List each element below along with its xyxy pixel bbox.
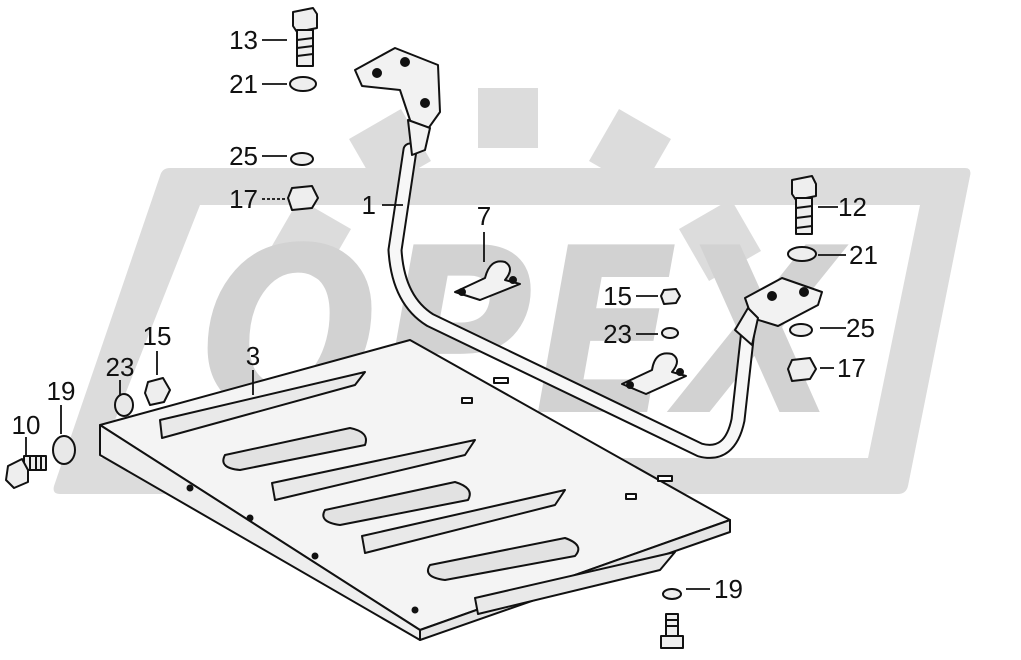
callout-17-top: 17 (229, 184, 258, 214)
callout-labels: 13 21 25 17 1 7 12 21 15 23 25 17 15 23 … (12, 25, 878, 604)
washer-25-top (290, 152, 314, 166)
callout-23-mid: 23 (603, 319, 632, 349)
washer-23-left (114, 393, 134, 417)
clamp-upper (454, 260, 521, 301)
callout-3: 3 (246, 341, 260, 371)
callout-15-mid: 15 (603, 281, 632, 311)
bolt-10 (5, 455, 47, 489)
washer-21-right (787, 246, 817, 262)
washer-19-bottom (662, 588, 682, 600)
clamp-lower (621, 352, 687, 395)
nut-15-left (144, 377, 171, 406)
callout-17-right: 17 (837, 353, 866, 383)
callout-21-top: 21 (229, 69, 258, 99)
skid-plate (99, 339, 731, 641)
callout-23-left: 23 (106, 352, 135, 382)
leader-lines (25, 39, 846, 590)
washer-23-mid (661, 327, 679, 339)
bolt-12 (791, 175, 817, 235)
callout-7: 7 (477, 201, 491, 231)
callout-21-right: 21 (849, 240, 878, 270)
nut-15-mid (660, 288, 681, 305)
washer-21-top (289, 76, 317, 92)
nut-17-top (287, 185, 319, 211)
callout-19-left: 19 (47, 376, 76, 406)
bolt-13 (292, 7, 318, 67)
callout-13: 13 (229, 25, 258, 55)
callout-19-bottom: 19 (714, 574, 743, 604)
callout-15-left: 15 (143, 321, 172, 351)
washer-19-left (52, 435, 76, 465)
support-bar (354, 47, 823, 459)
callout-25-right: 25 (846, 313, 875, 343)
callout-10: 10 (12, 410, 41, 440)
washer-25-right (789, 323, 813, 337)
bolt-19-bottom (660, 613, 684, 649)
nut-17-right (787, 357, 817, 382)
callout-12: 12 (838, 192, 867, 222)
callout-1: 1 (362, 190, 376, 220)
callout-25-top: 25 (229, 141, 258, 171)
